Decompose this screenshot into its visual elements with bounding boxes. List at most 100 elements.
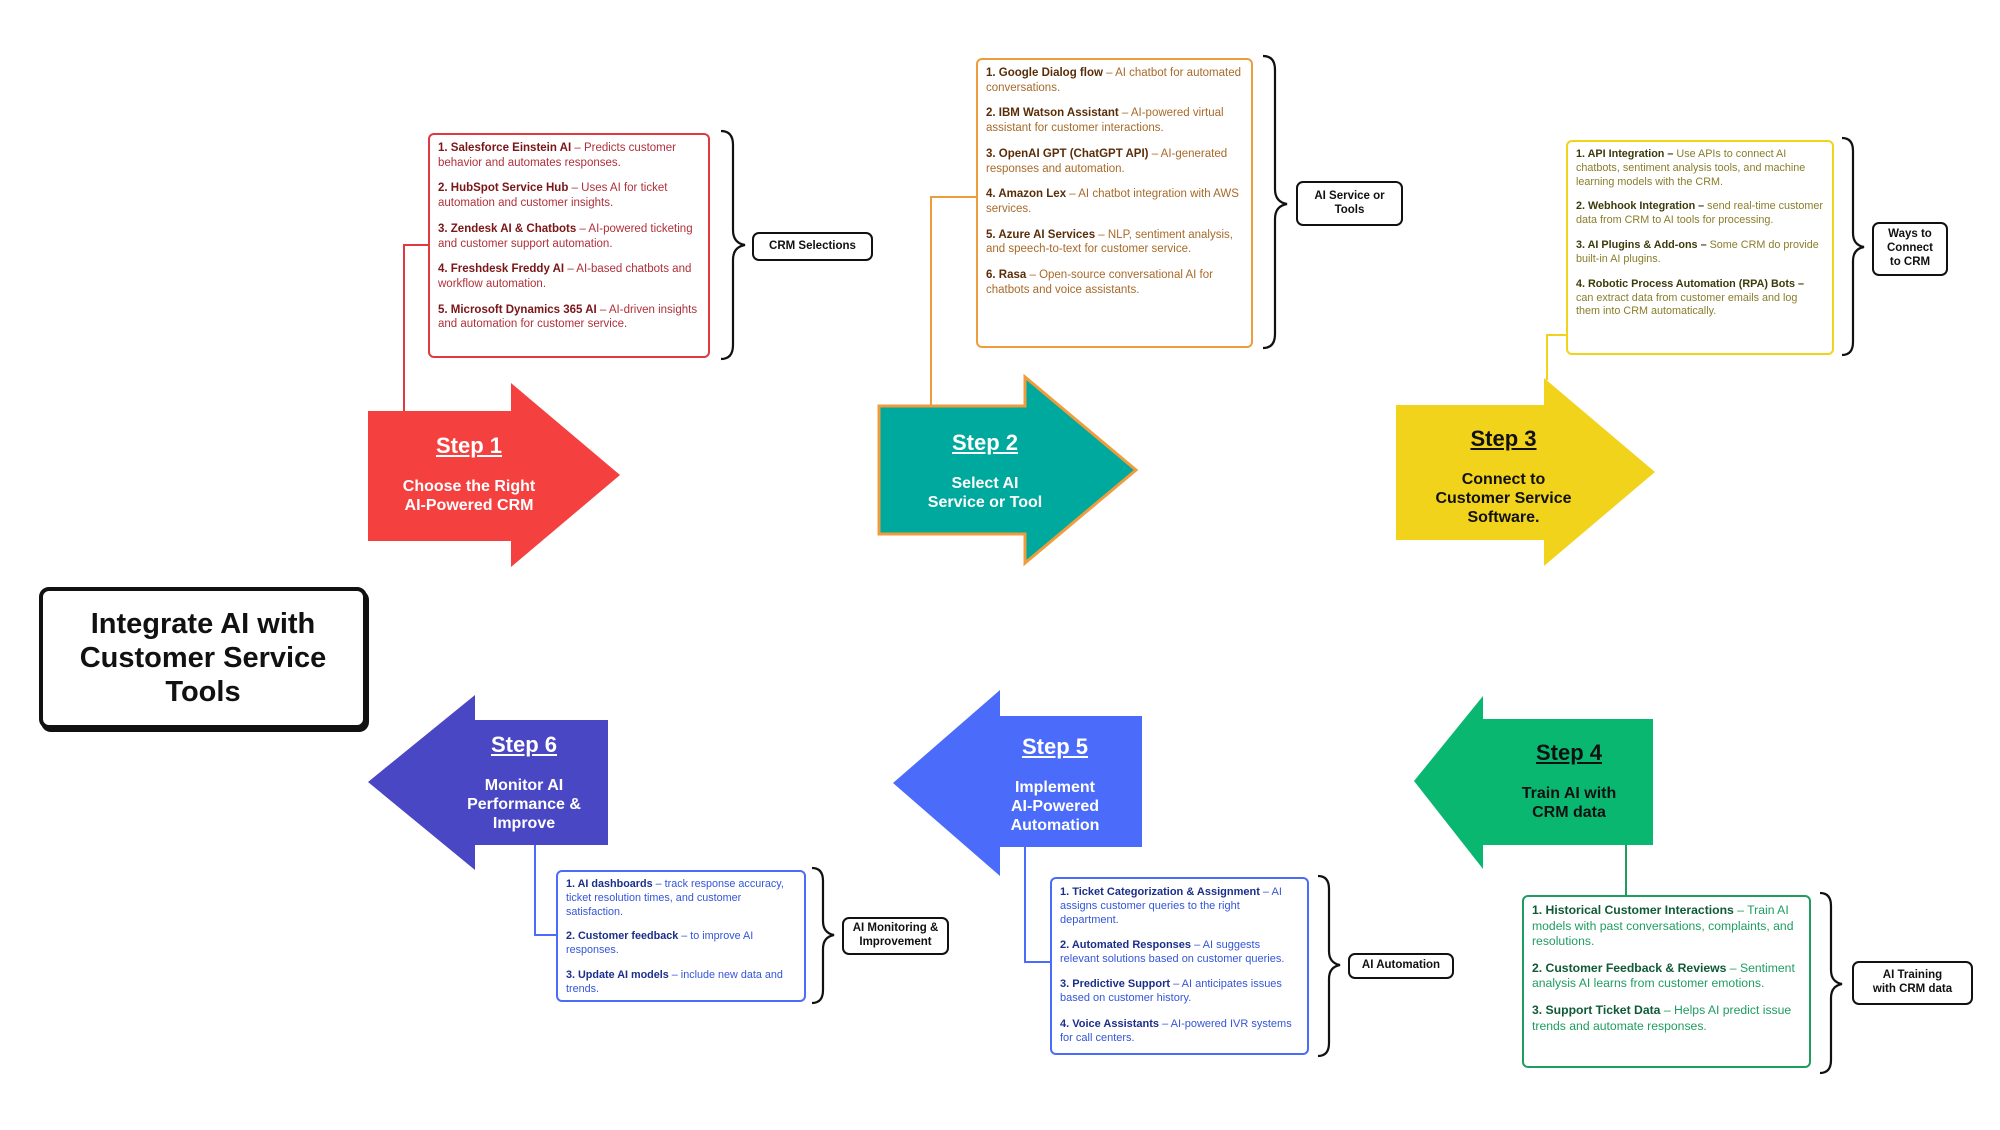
step2-description: Select AI Service or Tool bbox=[927, 475, 1043, 512]
tool-list-item: 2. Customer feedback – to improve AI res… bbox=[566, 930, 796, 958]
step3-arrow-shape bbox=[1396, 378, 1655, 566]
step2-arrow-shape bbox=[877, 373, 1139, 567]
tool-list-item: 4. Freshdesk Freddy AI – AI-based chatbo… bbox=[438, 262, 700, 291]
tool-list-item: 1. Ticket Categorization & Assignment – … bbox=[1060, 885, 1299, 927]
step6-tools-list: 1. AI dashboards – track response accura… bbox=[566, 878, 796, 997]
tool-list-item: 3. Update AI models – include new data a… bbox=[566, 969, 796, 997]
tool-list-item: 1. API Integration – Use APIs to connect… bbox=[1576, 148, 1824, 189]
tool-description: – AI suggests relevant solutions based o… bbox=[1060, 939, 1285, 966]
step1-connector-line bbox=[403, 244, 428, 411]
step1-arrow: Step 1 Choose the Right AI-Powered CRM bbox=[368, 433, 570, 515]
step5-tools-list: 1. Ticket Categorization & Assignment – … bbox=[1060, 885, 1299, 1045]
tool-name: 2. Customer Feedback & Reviews bbox=[1532, 960, 1727, 975]
step2-label: Step 2 bbox=[951, 430, 1019, 455]
step5-bracket bbox=[1317, 874, 1341, 1058]
tool-name: 4. Freshdesk Freddy AI bbox=[438, 263, 565, 276]
step5-arrow: Step 5 Implement AI-Powered Automation bbox=[968, 734, 1142, 836]
tool-description: send real-time customer data from CRM to… bbox=[1576, 200, 1823, 227]
step3-tools-box: 1. API Integration – Use APIs to connect… bbox=[1566, 140, 1834, 355]
tool-name: 2. HubSpot Service Hub bbox=[438, 182, 569, 195]
step2-arrow: Step 2 Select AI Service or Tool bbox=[879, 430, 1091, 512]
step6-bracket bbox=[811, 866, 835, 1005]
tool-description: – AI chatbot integration with AWS servic… bbox=[986, 188, 1239, 216]
step4-category-tag: AI Training with CRM data bbox=[1852, 961, 1973, 1005]
tool-description: – Open-source conversational AI for chat… bbox=[986, 269, 1213, 296]
step4-bracket bbox=[1819, 891, 1843, 1075]
tool-description: – include new data and trends. bbox=[566, 969, 783, 995]
tool-description: – AI-powered IVR systems for call center… bbox=[1060, 1017, 1292, 1044]
step5-tools-box: 1. Ticket Categorization & Assignment – … bbox=[1050, 877, 1309, 1055]
step2-category-tag: AI Service or Tools bbox=[1296, 181, 1403, 226]
tool-name: 3. Zendesk AI & Chatbots bbox=[438, 222, 577, 235]
tool-list-item: 3. OpenAI GPT (ChatGPT API) – AI-generat… bbox=[986, 147, 1243, 176]
step3-category-tag: Ways to Connect to CRM bbox=[1872, 222, 1948, 276]
tool-description: – track response accuracy, ticket resolu… bbox=[566, 878, 784, 918]
tool-name: 1. AI dashboards bbox=[566, 878, 653, 890]
tool-description: – AI-powered virtual assistant for custo… bbox=[986, 107, 1224, 135]
tool-name: 3. AI Plugins & Add-ons – bbox=[1576, 239, 1707, 252]
tool-list-item: 2. Automated Responses – AI suggests rel… bbox=[1060, 938, 1299, 966]
tool-list-item: 1. Historical Customer Interactions – Tr… bbox=[1532, 903, 1801, 950]
tool-name: 1. Salesforce Einstein AI bbox=[438, 142, 572, 154]
tool-list-item: 3. Support Ticket Data – Helps AI predic… bbox=[1532, 1003, 1801, 1034]
tool-name: 4. Amazon Lex bbox=[986, 188, 1067, 201]
step1-tools-list: 1. Salesforce Einstein AI – Predicts cus… bbox=[438, 141, 700, 332]
step2-tools-list: 1. Google Dialog flow – AI chatbot for a… bbox=[986, 66, 1243, 298]
step1-arrow-shape bbox=[368, 383, 620, 567]
step1-category-tag: CRM Selections bbox=[752, 232, 873, 261]
tool-name: 3. OpenAI GPT (ChatGPT API) bbox=[986, 147, 1149, 160]
tool-name: 5. Microsoft Dynamics 365 AI bbox=[438, 303, 597, 316]
main-title: Integrate AI with Customer Service Tools bbox=[79, 607, 327, 709]
step3-connector-line bbox=[1546, 334, 1566, 380]
step1-label: Step 1 bbox=[435, 433, 503, 458]
tool-list-item: 2. Customer Feedback & Reviews – Sentime… bbox=[1532, 961, 1801, 992]
tool-description: can extract data from customer emails an… bbox=[1576, 291, 1798, 318]
tool-description: – AI chatbot for automated conversations… bbox=[986, 67, 1242, 94]
tool-name: 2. Webhook Integration – bbox=[1576, 200, 1705, 213]
tool-description: Some CRM do provide built-in AI plugins. bbox=[1576, 239, 1819, 265]
step4-tools-list: 1. Historical Customer Interactions – Tr… bbox=[1532, 903, 1801, 1034]
tool-list-item: 3. Predictive Support – AI anticipates i… bbox=[1060, 977, 1299, 1005]
tool-description: Use APIs to connect AI chatbots, sentime… bbox=[1576, 148, 1806, 188]
tool-list-item: 1. AI dashboards – track response accura… bbox=[566, 878, 796, 919]
step1-description: Choose the Right AI-Powered CRM bbox=[402, 478, 536, 515]
step6-arrow: Step 6 Monitor AI Performance & Improve bbox=[440, 732, 608, 834]
tool-description: – AI-based chatbots and workflow automat… bbox=[438, 263, 692, 291]
tool-list-item: 5. Azure AI Services – NLP, sentiment an… bbox=[986, 228, 1243, 257]
tool-list-item: 2. HubSpot Service Hub – Uses AI for tic… bbox=[438, 181, 700, 210]
tool-name: 1. Google Dialog flow bbox=[986, 67, 1103, 79]
step2-tools-box: 1. Google Dialog flow – AI chatbot for a… bbox=[976, 58, 1253, 348]
tool-name: 2. Customer feedback bbox=[566, 930, 679, 943]
tool-description: – to improve AI responses. bbox=[566, 930, 754, 957]
step4-arrow: Step 4 Train AI with CRM data bbox=[1480, 740, 1658, 822]
tool-description: – Uses AI for ticket automation and cust… bbox=[438, 182, 668, 210]
tool-description: – AI-powered ticketing and customer supp… bbox=[438, 222, 693, 250]
step2-connector-line bbox=[930, 196, 976, 406]
step4-tools-box: 1. Historical Customer Interactions – Tr… bbox=[1522, 895, 1811, 1068]
step3-label: Step 3 bbox=[1470, 426, 1537, 451]
step5-connector-line bbox=[1024, 847, 1050, 963]
tool-name: 4. Voice Assistants bbox=[1060, 1017, 1160, 1030]
tool-list-item: 3. AI Plugins & Add-ons – Some CRM do pr… bbox=[1576, 239, 1824, 267]
tool-name: 6. Rasa bbox=[986, 269, 1027, 282]
tool-description: – AI assigns customer queries to the rig… bbox=[1060, 886, 1282, 927]
step1-tools-box: 1. Salesforce Einstein AI – Predicts cus… bbox=[428, 133, 710, 358]
main-title-box: Integrate AI with Customer Service Tools bbox=[39, 587, 367, 729]
tool-list-item: 5. Microsoft Dynamics 365 AI – AI-driven… bbox=[438, 303, 700, 332]
step4-description: Train AI with CRM data bbox=[1521, 785, 1617, 822]
step5-description: Implement AI-Powered Automation bbox=[1010, 779, 1100, 835]
tool-list-item: 1. Salesforce Einstein AI – Predicts cus… bbox=[438, 141, 700, 170]
tool-list-item: 2. IBM Watson Assistant – AI-powered vir… bbox=[986, 106, 1243, 135]
tool-list-item: 6. Rasa – Open-source conversational AI … bbox=[986, 268, 1243, 297]
tool-list-item: 2. Webhook Integration – send real-time … bbox=[1576, 200, 1824, 228]
tool-name: 3. Update AI models bbox=[566, 969, 669, 982]
step6-category-tag: AI Monitoring & Improvement bbox=[842, 917, 949, 955]
step6-description: Monitor AI Performance & Improve bbox=[467, 777, 581, 833]
tool-list-item: 1. Google Dialog flow – AI chatbot for a… bbox=[986, 66, 1243, 95]
step6-connector-line bbox=[534, 845, 556, 936]
tool-name: 4. Robotic Process Automation (RPA) Bots… bbox=[1576, 277, 1804, 290]
step5-category-tag: AI Automation bbox=[1348, 953, 1454, 979]
tool-name: 5. Azure AI Services bbox=[986, 228, 1096, 241]
tool-list-item: 3. Zendesk AI & Chatbots – AI-powered ti… bbox=[438, 222, 700, 251]
tool-name: 3. Predictive Support bbox=[1060, 978, 1171, 991]
